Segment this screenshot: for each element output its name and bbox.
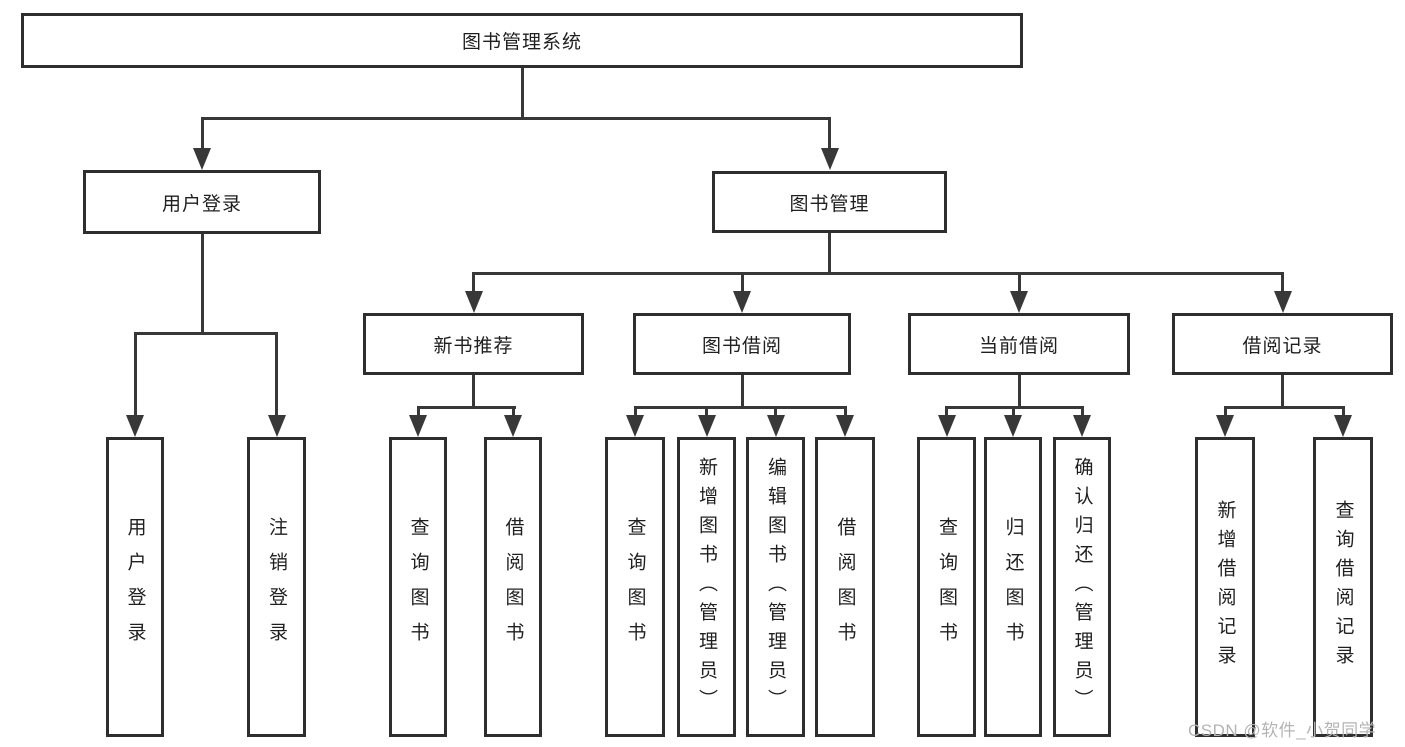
node-label: 编辑图书（管理员） xyxy=(765,456,786,718)
connector-line xyxy=(633,406,637,417)
connector-line xyxy=(133,332,137,417)
connector-line xyxy=(1341,406,1345,417)
leaf-bb-add-books-admin: 新增图书（管理员） xyxy=(677,437,736,737)
arrow-down-icon xyxy=(836,415,854,437)
node-user-login: 用户登录 xyxy=(83,170,321,234)
node-label: 图书管理 xyxy=(789,193,870,215)
connector-line xyxy=(1223,406,1227,417)
arrow-down-icon xyxy=(1216,415,1234,437)
node-label: 查询图书 xyxy=(624,517,646,657)
leaf-nr-borrow-books: 借阅图书 xyxy=(484,437,542,737)
leaf-bb-borrow-books: 借阅图书 xyxy=(815,437,875,737)
arrow-down-icon xyxy=(464,291,483,313)
connector-line xyxy=(472,375,475,409)
arrow-down-icon xyxy=(504,415,522,437)
leaf-bb-query-books: 查询图书 xyxy=(605,437,665,737)
connector-line xyxy=(472,272,475,293)
connector-line xyxy=(945,406,948,417)
arrow-down-icon xyxy=(1073,415,1091,437)
arrow-down-icon xyxy=(733,291,751,313)
arrow-down-icon xyxy=(1273,291,1292,313)
node-label: 新增图书（管理员） xyxy=(696,456,717,718)
connector-line xyxy=(200,117,831,120)
csdn-watermark: CSDN @软件_小贺同学 xyxy=(1188,721,1377,740)
connector-line xyxy=(740,272,744,293)
connector-line xyxy=(416,406,516,409)
node-book-management: 图书管理 xyxy=(712,171,947,233)
arrow-down-icon xyxy=(1004,415,1022,437)
connector-line xyxy=(1080,406,1084,417)
leaf-cb-query-books: 查询图书 xyxy=(917,437,976,737)
connector-line xyxy=(843,406,847,417)
leaf-cb-confirm-return-admin: 确认归还（管理员） xyxy=(1053,437,1111,737)
connector-line xyxy=(200,234,204,335)
leaf-nr-query-books: 查询图书 xyxy=(389,437,447,737)
leaf-br-add-record: 新增借阅记录 xyxy=(1195,437,1255,737)
leaf-br-query-record: 查询借阅记录 xyxy=(1313,437,1373,737)
arrow-down-icon xyxy=(409,415,427,437)
node-label: 用户登录 xyxy=(124,517,146,657)
node-library-management-system: 图书管理系统 xyxy=(21,13,1023,68)
node-label: 借阅图书 xyxy=(834,517,856,657)
connector-line xyxy=(200,117,204,150)
node-label: 新书推荐 xyxy=(433,335,514,357)
connector-line xyxy=(633,406,847,409)
arrow-down-icon xyxy=(1010,291,1028,313)
arrow-down-icon xyxy=(937,415,956,437)
arrow-down-icon xyxy=(193,148,211,170)
node-label: 查询图书 xyxy=(407,517,429,657)
node-label: 用户登录 xyxy=(161,193,242,215)
node-label: 图书借阅 xyxy=(701,335,782,357)
connector-line xyxy=(1017,375,1021,409)
connector-line xyxy=(1281,272,1284,293)
connector-line xyxy=(511,406,515,417)
node-label: 新增借阅记录 xyxy=(1214,500,1236,674)
node-label: 当前借阅 xyxy=(978,335,1059,357)
node-label: 注销登录 xyxy=(266,517,287,657)
connector-line xyxy=(471,272,1284,275)
node-label: 图书管理系统 xyxy=(461,32,582,53)
connector-line xyxy=(275,332,278,417)
connector-line xyxy=(416,406,420,417)
leaf-bb-edit-books-admin: 编辑图书（管理员） xyxy=(746,437,805,737)
connector-line xyxy=(133,332,278,335)
node-book-borrowing: 图书借阅 xyxy=(633,313,851,375)
node-label: 借阅记录 xyxy=(1242,335,1323,357)
connector-line xyxy=(828,233,831,275)
arrow-down-icon xyxy=(126,415,144,437)
node-label: 借阅图书 xyxy=(502,517,524,657)
node-label: 归还图书 xyxy=(1002,517,1024,657)
arrow-down-icon xyxy=(626,415,644,437)
connector-line xyxy=(1223,406,1345,409)
arrow-down-icon xyxy=(267,415,286,437)
connector-line xyxy=(1011,406,1015,417)
arrow-down-icon xyxy=(766,415,785,437)
node-current-borrowing: 当前借阅 xyxy=(908,313,1130,375)
connector-line xyxy=(774,406,777,417)
node-label: 查询图书 xyxy=(936,517,957,657)
node-label: 确认归还（管理员） xyxy=(1071,456,1093,718)
connector-line xyxy=(828,117,831,150)
leaf-logout: 注销登录 xyxy=(247,437,306,737)
connector-line xyxy=(740,375,744,409)
arrow-down-icon xyxy=(820,148,839,170)
connector-line xyxy=(1281,375,1284,409)
node-label: 查询借阅记录 xyxy=(1332,500,1354,674)
leaf-user-login: 用户登录 xyxy=(106,437,164,737)
arrow-down-icon xyxy=(697,415,716,437)
arrow-down-icon xyxy=(1334,415,1352,437)
connector-line xyxy=(705,406,708,417)
node-borrowing-records: 借阅记录 xyxy=(1172,313,1393,375)
connector-line xyxy=(1017,272,1021,293)
leaf-cb-return-books: 归还图书 xyxy=(984,437,1042,737)
node-new-book-recommendation: 新书推荐 xyxy=(363,313,584,375)
connector-line xyxy=(520,68,524,118)
